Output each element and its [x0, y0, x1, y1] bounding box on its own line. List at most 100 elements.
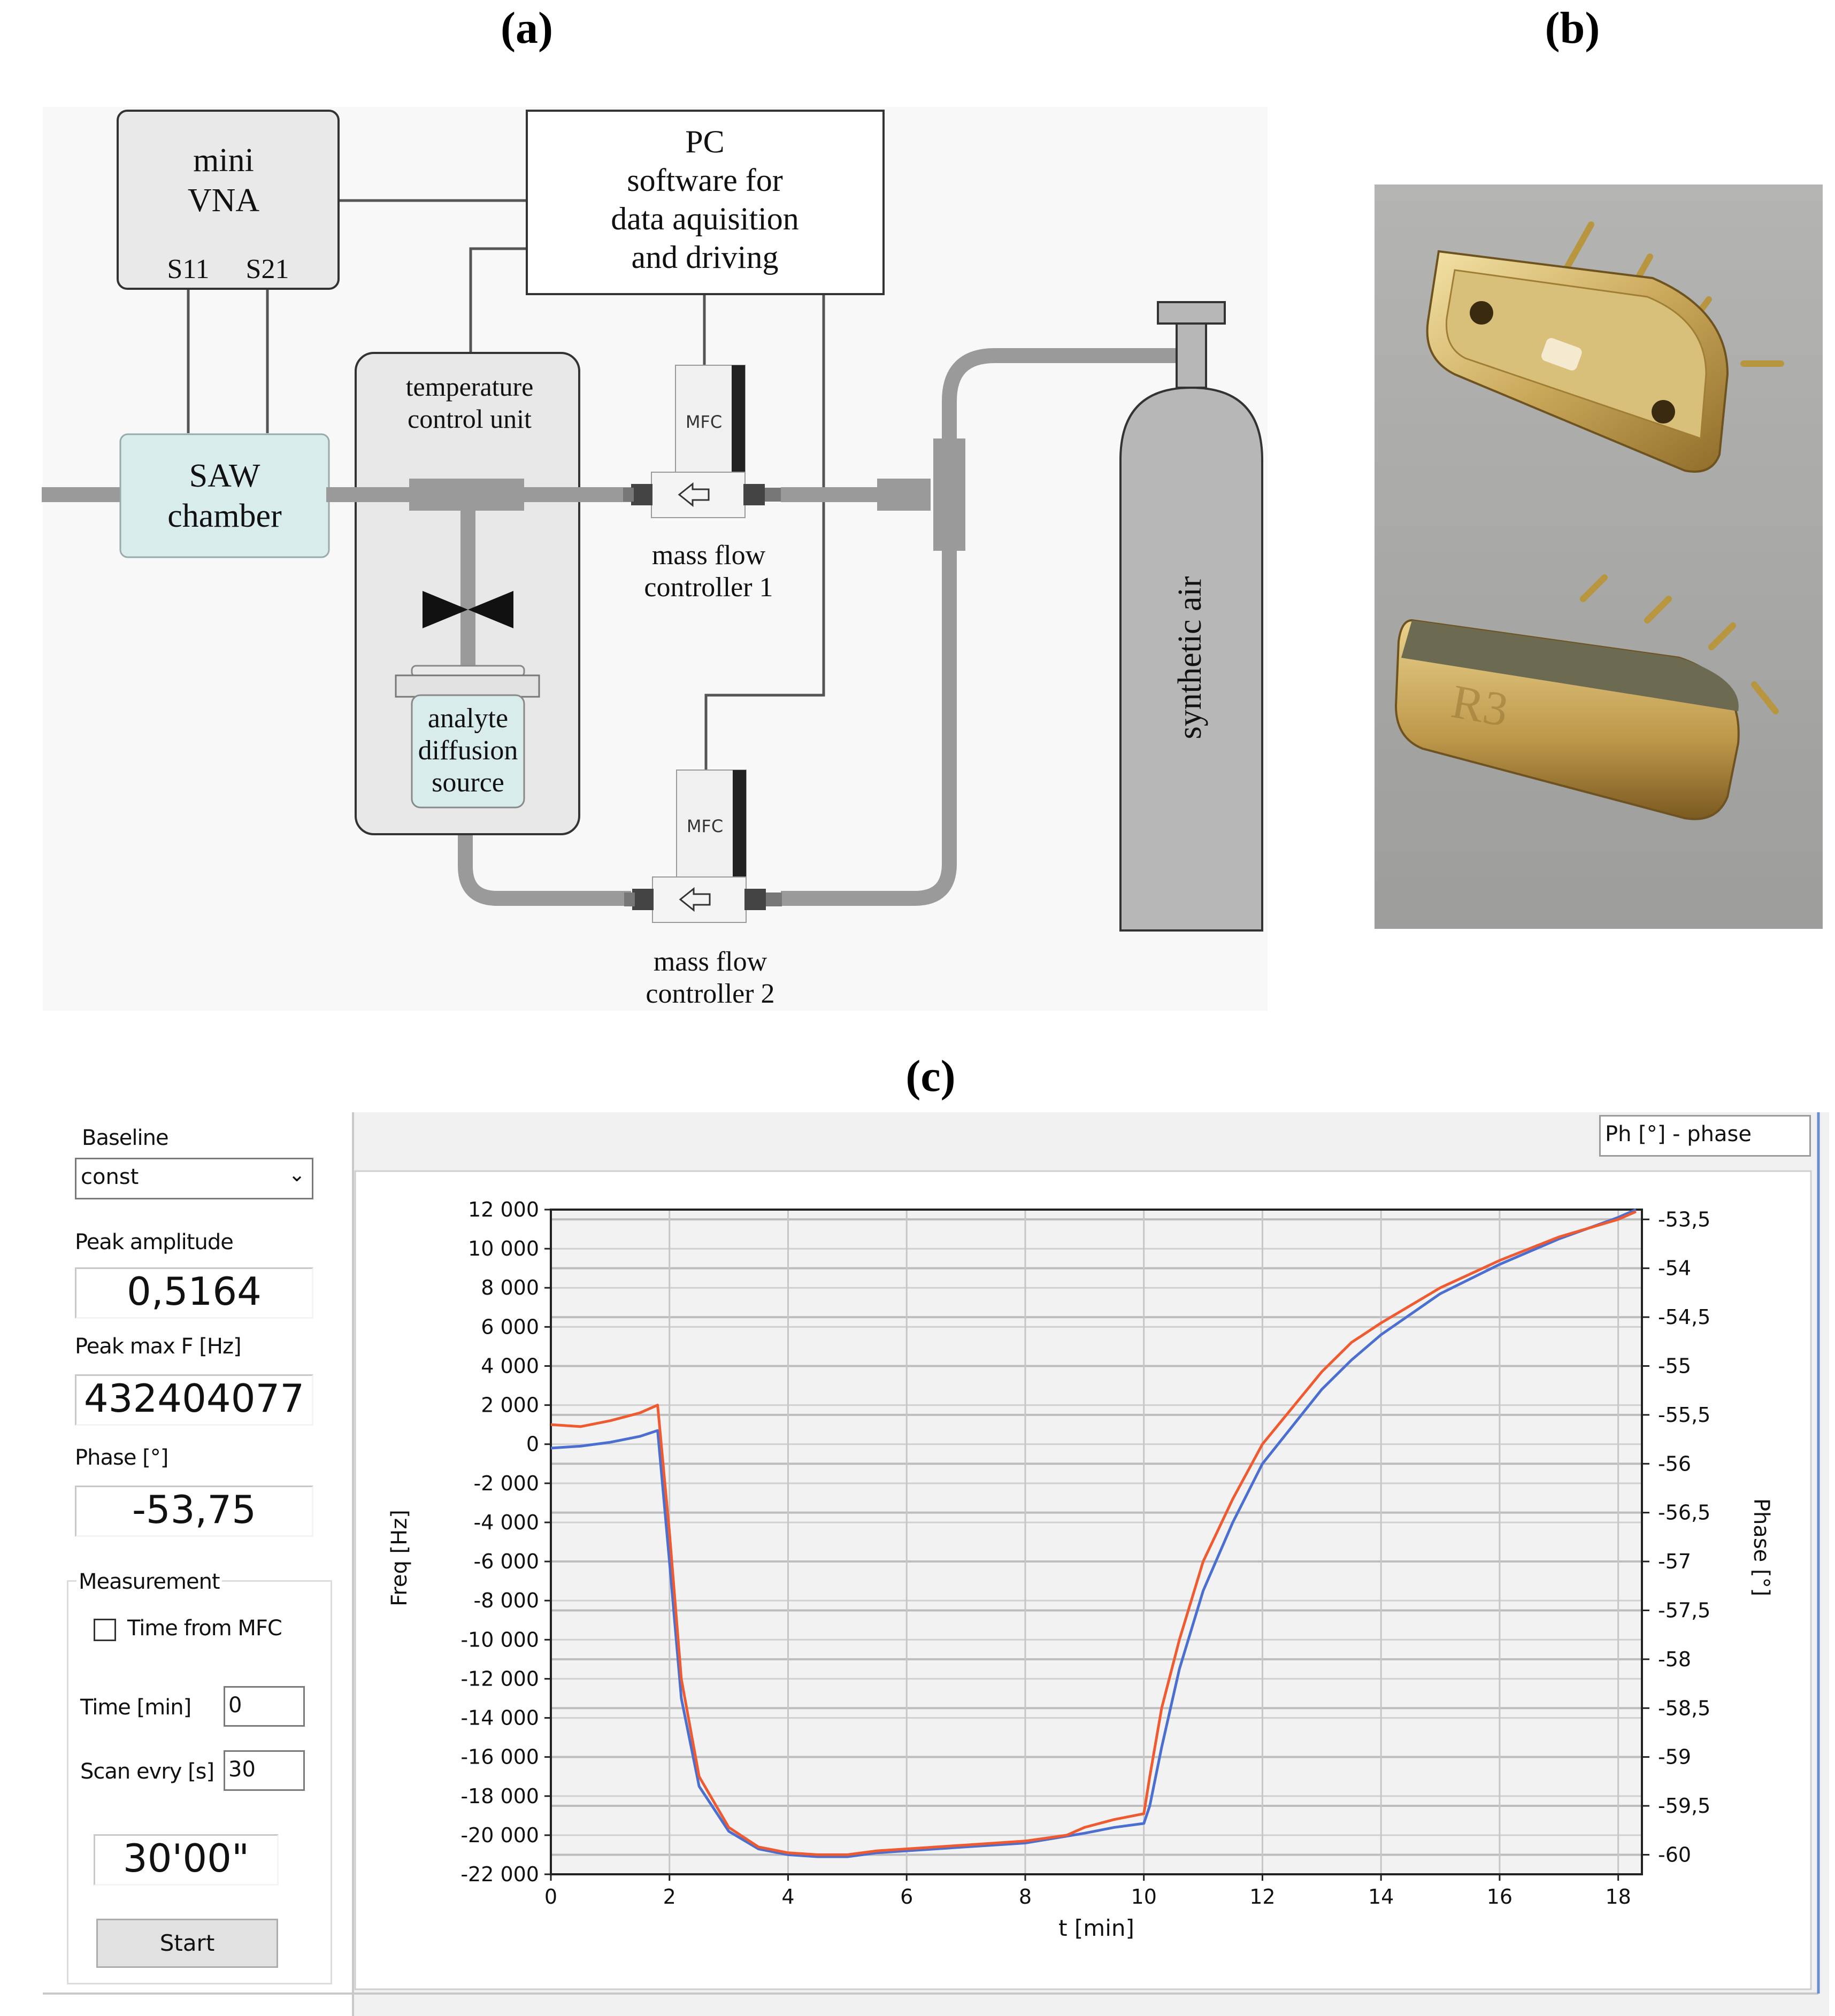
y-tick-label: 10 000 [468, 1237, 539, 1260]
y-tick-label: -22 000 [460, 1863, 539, 1886]
saw-chamber [119, 433, 330, 558]
scan-interval-input[interactable]: 30 [224, 1750, 305, 1791]
y2-tick-label: -58 [1658, 1648, 1691, 1671]
time-from-mfc-checkbox[interactable] [94, 1619, 116, 1641]
analyte-label-line2: diffusion [418, 735, 518, 766]
phase-display: -53,75 [75, 1486, 313, 1537]
x-tick-label: 18 [1605, 1885, 1631, 1909]
x-tick-label: 12 [1249, 1885, 1275, 1909]
mfc2-badge: MFC [687, 816, 723, 836]
y2-tick-label: -55,5 [1658, 1403, 1710, 1427]
y-tick-label: -18 000 [460, 1784, 539, 1808]
x-tick-label: 8 [1019, 1885, 1032, 1909]
baseline-select[interactable]: const ⌄ [75, 1158, 313, 1199]
y-tick-label: 6 000 [481, 1315, 539, 1338]
y-tick-label: 8 000 [481, 1276, 539, 1299]
x-tick-label: 16 [1487, 1885, 1512, 1909]
vna-box [117, 110, 340, 290]
analyte-label-line3: source [432, 767, 504, 798]
time-label: Time [min] [80, 1695, 191, 1720]
mass-flow-controller-2 [624, 770, 782, 923]
mass-flow-controller-1 [623, 365, 781, 518]
start-button[interactable]: Start [96, 1919, 278, 1968]
analyte-label-line1: analyte [428, 703, 508, 734]
y2-tick-label: -55 [1658, 1354, 1691, 1378]
y2-tick-label: -54,5 [1658, 1305, 1710, 1329]
cylinder-label: synthetic air [1172, 576, 1208, 739]
x-axis-label: t [min] [1058, 1915, 1134, 1941]
y-tick-label: -8 000 [474, 1589, 540, 1612]
peak-max-display: 432404077 [75, 1374, 313, 1426]
chevron-down-icon: ⌄ [288, 1163, 305, 1186]
y2-tick-label: -58,5 [1658, 1696, 1710, 1720]
time-input[interactable]: 0 [224, 1686, 305, 1727]
vna-label-line1: mini [193, 142, 254, 179]
saw-label-line1: SAW [189, 458, 260, 494]
x-tick-label: 6 [900, 1885, 913, 1909]
plot-frame [550, 1209, 1643, 1875]
scan-interval-label: Scan evry [s] [80, 1759, 214, 1784]
mfc2-label-line1: mass flow [654, 947, 767, 977]
pc-label-line1: PC [685, 124, 724, 159]
y-tick-label: -10 000 [460, 1628, 539, 1651]
y2-tick-label: -53,5 [1658, 1207, 1710, 1231]
y2-axis-label: Phase [°] [1749, 1498, 1773, 1596]
x-tick-label: 10 [1131, 1885, 1157, 1909]
baseline-value: const [81, 1165, 139, 1189]
y-tick-label: -14 000 [460, 1706, 539, 1730]
y-tick-label: 4 000 [481, 1354, 539, 1378]
pc-label-line3: data aquisition [611, 201, 799, 236]
y2-tick-label: -59 [1658, 1745, 1691, 1769]
sensor-photo: R3 [1375, 184, 1823, 929]
series-select[interactable]: Ph [°] - phase [1599, 1115, 1811, 1157]
y2-tick-label: -59,5 [1658, 1794, 1710, 1818]
temperature-label-line1: temperature [406, 372, 534, 402]
y-tick-label: 12 000 [468, 1198, 539, 1221]
y2-tick-label: -57 [1658, 1550, 1691, 1573]
y2-tick-label: -56,5 [1658, 1501, 1710, 1525]
x-tick-label: 2 [663, 1885, 676, 1909]
y2-tick-label: -57,5 [1658, 1598, 1710, 1622]
y-tick-label: 2 000 [481, 1394, 539, 1417]
baseline-label: Baseline [82, 1126, 169, 1150]
mfc1-label-line2: controller 1 [644, 572, 773, 603]
y-tick-label: -12 000 [460, 1667, 539, 1690]
peak-amplitude-display: 0,5164 [75, 1267, 313, 1319]
time-from-mfc-label: Time from MFC [127, 1616, 282, 1641]
phase-label: Phase [°] [75, 1445, 168, 1470]
measurement-label: Measurement [76, 1569, 222, 1594]
timer-display: 30'00" [94, 1834, 279, 1886]
pc-label-line4: and driving [632, 240, 779, 275]
arrow-left-icon [678, 482, 710, 507]
vna-label-line2: VNA [188, 182, 260, 219]
peak-max-label: Peak max F [Hz] [75, 1334, 242, 1359]
analyte-diffusion-source [395, 665, 540, 809]
x-tick-label: 14 [1368, 1885, 1394, 1909]
x-tick-label: 4 [781, 1885, 794, 1909]
gas-cylinder [1119, 301, 1263, 932]
temperature-label-line2: control unit [408, 404, 532, 434]
saw-label-line2: chamber [167, 498, 282, 534]
y-tick-label: -4 000 [474, 1511, 540, 1534]
x-tick-label: 0 [544, 1885, 557, 1909]
mfc2-label-line2: controller 2 [646, 979, 774, 1009]
y-tick-label: -2 000 [474, 1472, 540, 1495]
y-tick-label: 0 [526, 1433, 539, 1456]
mfc1-label-line1: mass flow [652, 540, 766, 571]
y-axis-label: Freq [Hz] [387, 1510, 412, 1606]
vna-port-s11: S11 [167, 254, 210, 284]
y-tick-label: -16 000 [460, 1745, 539, 1769]
y-tick-label: -20 000 [460, 1823, 539, 1847]
panel-label-b: (b) [1545, 3, 1600, 53]
series-line-2 [550, 1210, 1637, 1856]
arrow-left-icon [679, 887, 711, 912]
valve-icon [423, 591, 513, 628]
frequency-chart: 12 000 10 000 8 000 6 000 4 000 2 000 0 -2 000 -… [387, 1198, 1773, 1941]
schematic: mini VNA S11 S21 PC software for data aq… [42, 107, 1268, 1011]
vna-port-s21: S21 [246, 254, 289, 284]
pc-label-line2: software for [627, 163, 783, 198]
sensor-marking: R3 [1448, 675, 1512, 737]
pc-box [526, 110, 885, 295]
series-select-value: Ph [°] - phase [1605, 1122, 1752, 1146]
y2-tick-label: -60 [1658, 1843, 1691, 1866]
